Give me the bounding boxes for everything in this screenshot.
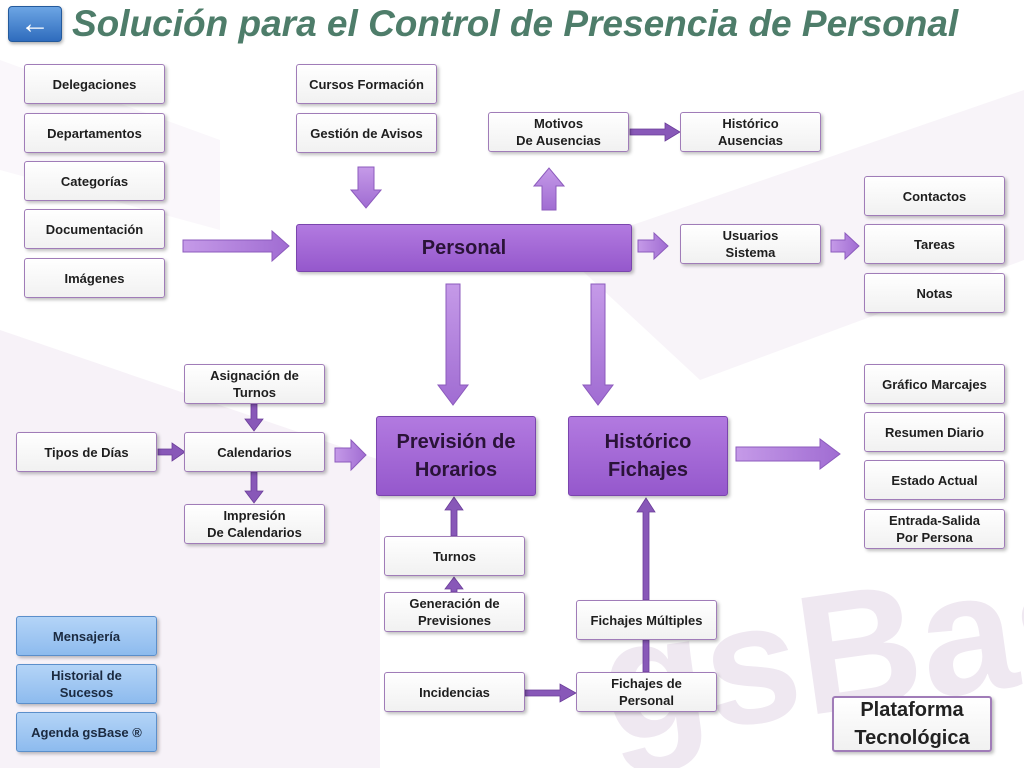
node-estado-actual[interactable]: Estado Actual	[864, 460, 1005, 500]
node-imagenes[interactable]: Imágenes	[24, 258, 165, 298]
page-title: Solución para el Control de Presencia de…	[72, 3, 959, 44]
button-mensajeria[interactable]: Mensajería	[16, 616, 157, 656]
node-incidencias[interactable]: Incidencias	[384, 672, 525, 712]
node-fichajes-personal[interactable]: Fichajes de Personal	[576, 672, 717, 712]
node-entrada-salida[interactable]: Entrada-Salida Por Persona	[864, 509, 1005, 549]
node-prevision-horarios[interactable]: Previsión de Horarios	[376, 416, 536, 496]
node-cursos-formacion[interactable]: Cursos Formación	[296, 64, 437, 104]
node-generacion-previsiones[interactable]: Generación de Previsiones	[384, 592, 525, 632]
node-grafico-marcajes[interactable]: Gráfico Marcajes	[864, 364, 1005, 404]
node-departamentos[interactable]: Departamentos	[24, 113, 165, 153]
back-arrow-icon: ←	[20, 7, 50, 40]
back-button[interactable]: ←	[8, 6, 62, 42]
node-personal[interactable]: Personal	[296, 224, 632, 272]
node-asignacion-turnos[interactable]: Asignación de Turnos	[184, 364, 325, 404]
node-calendarios[interactable]: Calendarios	[184, 432, 325, 472]
node-historico-fichajes[interactable]: Histórico Fichajes	[568, 416, 728, 496]
node-tipos-dias[interactable]: Tipos de Días	[16, 432, 157, 472]
node-usuarios-sistema[interactable]: Usuarios Sistema	[680, 224, 821, 264]
node-motivos-ausencias[interactable]: Motivos De Ausencias	[488, 112, 629, 152]
node-contactos[interactable]: Contactos	[864, 176, 1005, 216]
node-impresion-calendarios[interactable]: Impresión De Calendarios	[184, 504, 325, 544]
node-resumen-diario[interactable]: Resumen Diario	[864, 412, 1005, 452]
node-fichajes-multiples[interactable]: Fichajes Múltiples	[576, 600, 717, 640]
node-categorias[interactable]: Categorías	[24, 161, 165, 201]
node-turnos[interactable]: Turnos	[384, 536, 525, 576]
node-historico-ausencias[interactable]: Histórico Ausencias	[680, 112, 821, 152]
node-gestion-avisos[interactable]: Gestión de Avisos	[296, 113, 437, 153]
button-agenda-gsbase[interactable]: Agenda gsBase ®	[16, 712, 157, 752]
node-plataforma-tecnologica[interactable]: Plataforma Tecnológica	[832, 696, 992, 752]
node-delegaciones[interactable]: Delegaciones	[24, 64, 165, 104]
node-tareas[interactable]: Tareas	[864, 224, 1005, 264]
button-historial-sucesos[interactable]: Historial de Sucesos	[16, 664, 157, 704]
node-notas[interactable]: Notas	[864, 273, 1005, 313]
node-documentacion[interactable]: Documentación	[24, 209, 165, 249]
